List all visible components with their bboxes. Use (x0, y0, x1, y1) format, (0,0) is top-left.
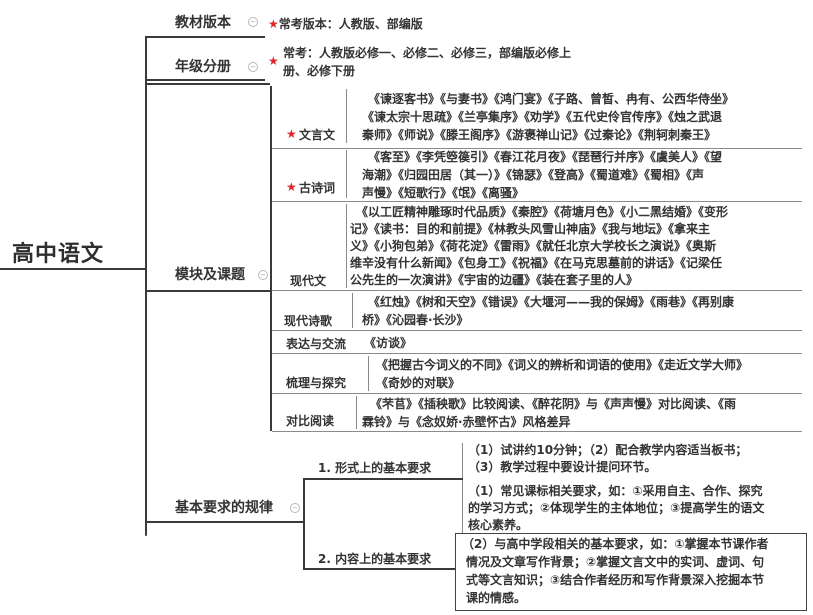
category-textbook[interactable]: 教材版本 (175, 15, 231, 31)
category-grade[interactable]: 年级分册 (175, 59, 231, 75)
root-title: 高中语文 (12, 242, 105, 267)
main-trunk (145, 36, 147, 536)
module-ancient-poetry[interactable]: 古诗词 (299, 181, 336, 195)
module-expression[interactable]: 表达与交流 (286, 337, 347, 351)
module-modern-poetry[interactable]: 现代诗歌 (284, 314, 333, 328)
module-research[interactable]: 梳理与探究 (286, 376, 347, 390)
grade-note-line2: 册、必修下册 (283, 64, 356, 78)
category-modules[interactable]: 模块及课题 (175, 267, 245, 283)
star-icon: ★ (268, 17, 279, 31)
textbook-note: ★常考版本：人教版、部编版 (268, 17, 423, 31)
requirement-form[interactable]: 1. 形式上的基本要求 (318, 461, 432, 475)
grade-note-line1: 常考：人教版必修一、必修二、必修三，部编版必修上 (283, 46, 572, 60)
module-comparison[interactable]: 对比阅读 (286, 414, 335, 428)
collapse-icon[interactable]: − (248, 17, 258, 27)
requirement-content[interactable]: 2. 内容上的基本要求 (318, 552, 432, 566)
modules-branch (270, 86, 272, 431)
collapse-icon[interactable]: − (258, 270, 268, 280)
star-icon: ★ (268, 54, 279, 68)
module-modern-prose[interactable]: 现代文 (290, 274, 327, 288)
category-requirements[interactable]: 基本要求的规律 (175, 500, 273, 516)
star-icon: ★ (286, 180, 297, 194)
collapse-icon[interactable]: − (290, 503, 300, 513)
collapse-icon[interactable]: − (248, 62, 258, 72)
root-underline (0, 268, 145, 270)
module-classical[interactable]: 文言文 (299, 128, 336, 142)
requirement-content-box (455, 533, 807, 611)
star-icon: ★ (286, 127, 297, 141)
